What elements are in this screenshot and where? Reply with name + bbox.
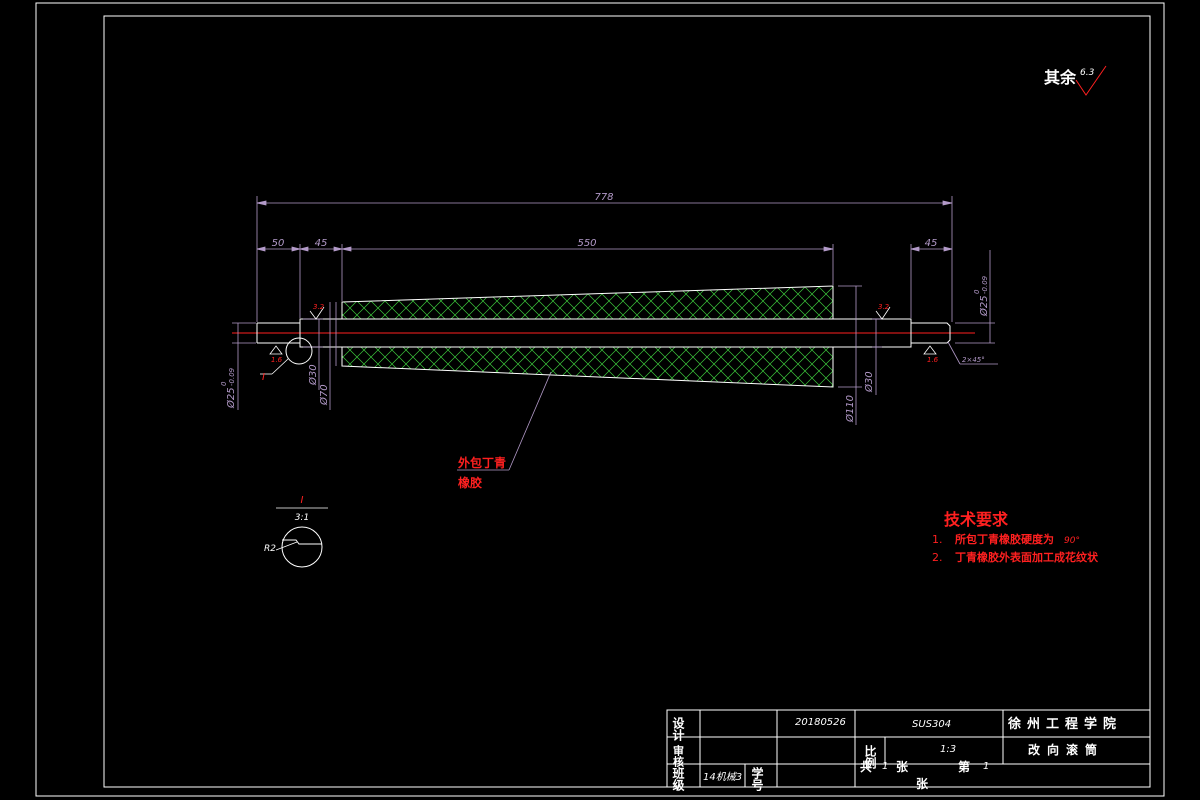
- dim-chamfer: 2×45°: [962, 356, 985, 364]
- tb-scale-value: 1:3: [940, 744, 956, 755]
- tech-item-2-num: 2.: [932, 551, 943, 564]
- dim-left-end-tol-upper: 0: [220, 381, 228, 386]
- tb-material: SUS304: [912, 719, 951, 730]
- svg-text:1.6: 1.6: [927, 356, 939, 364]
- dim-total-length: 778: [594, 192, 613, 203]
- tb-scale-label: 比例: [863, 744, 877, 770]
- roughness-shaft-right: 3.2: [875, 303, 891, 320]
- detail-view-scale: 3:1: [295, 513, 309, 523]
- dimension-lines: [237, 200, 991, 425]
- inner-border: [103, 15, 1151, 788]
- dim-right-drum-dia: Ø110: [844, 395, 856, 423]
- dim-drum-length: 550: [577, 238, 596, 249]
- rubber-annotation: 外包丁青 橡胶: [457, 371, 552, 490]
- dim-right-end-tol-lower: -0.09: [981, 275, 989, 294]
- tb-sheet-unit2: 张: [916, 776, 929, 791]
- tech-item-2-text: 丁青橡胶外表面加工成花纹状: [955, 550, 1099, 564]
- tb-student-label: 学号: [750, 766, 764, 792]
- roughness-bearing-right: 1.6: [923, 345, 939, 364]
- tb-date: 20180526: [795, 717, 846, 728]
- detail-marker: I: [260, 337, 313, 383]
- dim-left-end-dia-group: Ø25 0 -0.09: [220, 367, 237, 409]
- rubber-note-line1: 外包丁青: [458, 455, 506, 470]
- svg-text:1.6: 1.6: [271, 356, 283, 364]
- outer-border: [35, 2, 1165, 797]
- title-block-text: 设计 班级 学号 审核 14机械3 20180526 SUS304 比例 1:3…: [671, 716, 1122, 792]
- dim-left-end: 50: [272, 238, 285, 249]
- dim-left-step: 45: [315, 238, 328, 249]
- roughness-bearing-left: 1.6: [269, 345, 283, 364]
- tb-total-value: 1: [882, 761, 888, 772]
- tb-reviewer-label: 审核: [672, 744, 685, 768]
- dim-right-end-tol-upper: 0: [973, 289, 981, 294]
- other-roughness-label: 其余: [1044, 68, 1077, 87]
- chamfer-callout: 2×45°: [947, 341, 998, 365]
- tech-requirements: 技术要求 1. 所包丁青橡胶硬度为 90° 2. 丁青橡胶外表面加工成花纹状: [932, 510, 1099, 564]
- dim-left-end-dia: Ø25: [225, 387, 237, 409]
- dim-right-end-dia: Ø25: [978, 295, 990, 317]
- title-block: [666, 709, 1151, 788]
- tb-class-label: 班级: [671, 766, 685, 792]
- tb-sheet-unit: 张: [896, 759, 909, 774]
- dim-right-step: 45: [925, 238, 938, 249]
- tb-class-value: 14机械3: [703, 771, 742, 783]
- extension-lines: [232, 196, 995, 388]
- tb-sheet-label: 第: [958, 759, 970, 774]
- dim-right-end-dia-group: Ø25 0 -0.09: [973, 275, 990, 317]
- tb-sheet-value: 1: [983, 761, 989, 772]
- detail-marker-label: I: [262, 372, 265, 383]
- tech-item-1-num: 1.: [932, 533, 943, 546]
- dim-left-shoulder-dia: Ø30: [307, 364, 319, 386]
- svg-text:3.2: 3.2: [878, 303, 890, 311]
- dim-left-end-tol-lower: -0.09: [228, 367, 236, 386]
- detail-view-radius: R2: [264, 544, 276, 554]
- tb-total-label: 共: [860, 759, 872, 774]
- rubber-note-line2: 橡胶: [458, 475, 482, 490]
- tech-item-1-text: 所包丁青橡胶硬度为: [955, 532, 1054, 546]
- tb-part-name: 改向滚筒: [1028, 742, 1104, 757]
- detail-view-label: I: [301, 495, 304, 506]
- general-roughness: 其余 6.3: [1044, 65, 1107, 96]
- svg-text:3.2: 3.2: [313, 303, 325, 311]
- dim-right-shoulder-dia: Ø30: [863, 371, 875, 393]
- tech-title: 技术要求: [944, 510, 1009, 529]
- rubber-lagging: [341, 285, 834, 388]
- other-roughness-value: 6.3: [1080, 68, 1095, 78]
- dim-left-drum-dia: Ø70: [318, 384, 330, 406]
- tb-school: 徐州工程学院: [1007, 716, 1122, 732]
- tech-item-1-value: 90°: [1064, 536, 1080, 546]
- tb-designer-label: 设计: [671, 716, 685, 742]
- detail-view: I 3:1 R2: [264, 495, 328, 568]
- roughness-shaft-left: 3.2: [309, 303, 325, 320]
